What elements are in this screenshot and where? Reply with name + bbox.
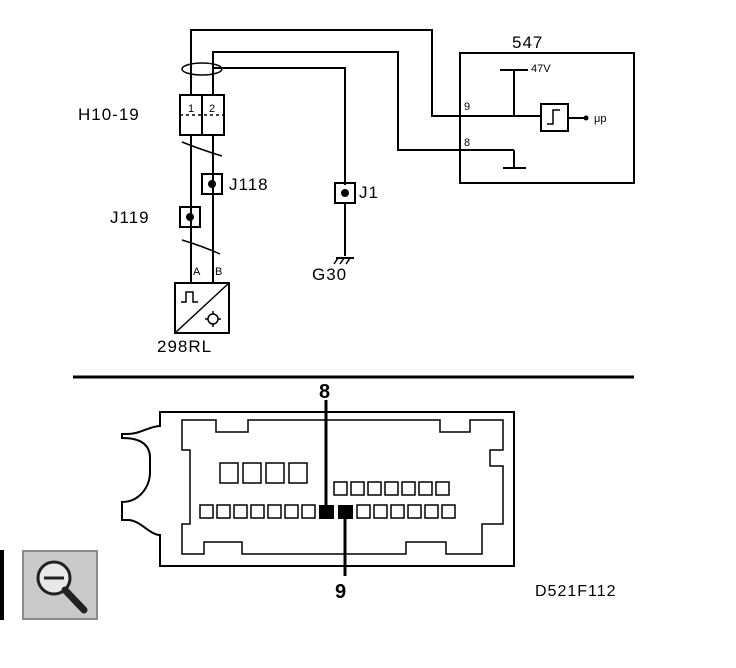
pin-9-callout: 9 bbox=[335, 581, 346, 603]
gear-icon bbox=[207, 313, 219, 325]
ecu-label: 547 bbox=[512, 33, 543, 52]
zoom-out-button[interactable] bbox=[22, 550, 98, 620]
harness-wires bbox=[181, 29, 460, 185]
connector-pin-1-label: 1 bbox=[188, 103, 194, 115]
sensor-298rl: A B 298RL bbox=[157, 262, 230, 356]
cavity-pin-8 bbox=[319, 505, 334, 519]
connector-pin-2-label: 2 bbox=[209, 103, 215, 115]
pin-8-callout: 8 bbox=[319, 381, 330, 403]
zoom-out-magnifier-icon bbox=[36, 560, 88, 614]
cavity-row-lower bbox=[199, 504, 456, 519]
connector-h10-19: H10-19 1 2 bbox=[78, 94, 225, 136]
sensor-pin-b-label: B bbox=[215, 266, 222, 278]
connector-label: H10-19 bbox=[78, 105, 140, 124]
ground-label: G30 bbox=[312, 265, 347, 284]
cavity-pin-9 bbox=[338, 505, 353, 519]
ecu-547: 547 47V 9 μp 8 bbox=[459, 33, 635, 184]
sensor-wires bbox=[181, 135, 223, 262]
ecu-voltage-label: 47V bbox=[531, 63, 551, 75]
junction-j1-label: J1 bbox=[359, 183, 379, 202]
ecu-output-label: μp bbox=[594, 113, 606, 125]
sensor-label: 298RL bbox=[157, 337, 212, 356]
sensor-pin-a-label: A bbox=[193, 266, 201, 278]
schmitt-trigger-icon bbox=[540, 103, 569, 132]
pulse-icon bbox=[181, 291, 198, 303]
left-edge-bar bbox=[0, 550, 4, 620]
junction-j1: J1 G30 bbox=[312, 182, 379, 284]
connector-face-view: 8 9 bbox=[121, 381, 515, 603]
junction-j119: J119 bbox=[110, 206, 201, 228]
junction-j119-label: J119 bbox=[110, 208, 150, 227]
ecu-pin-8-label: 8 bbox=[464, 137, 470, 149]
junction-j118-label: J118 bbox=[229, 175, 269, 194]
shield-ellipse-icon bbox=[181, 62, 223, 76]
reference-code: D521F112 bbox=[535, 583, 617, 600]
ecu-pin-9-label: 9 bbox=[464, 101, 470, 113]
cavity-row-upper bbox=[219, 462, 450, 496]
junction-j118: J118 bbox=[201, 173, 269, 195]
